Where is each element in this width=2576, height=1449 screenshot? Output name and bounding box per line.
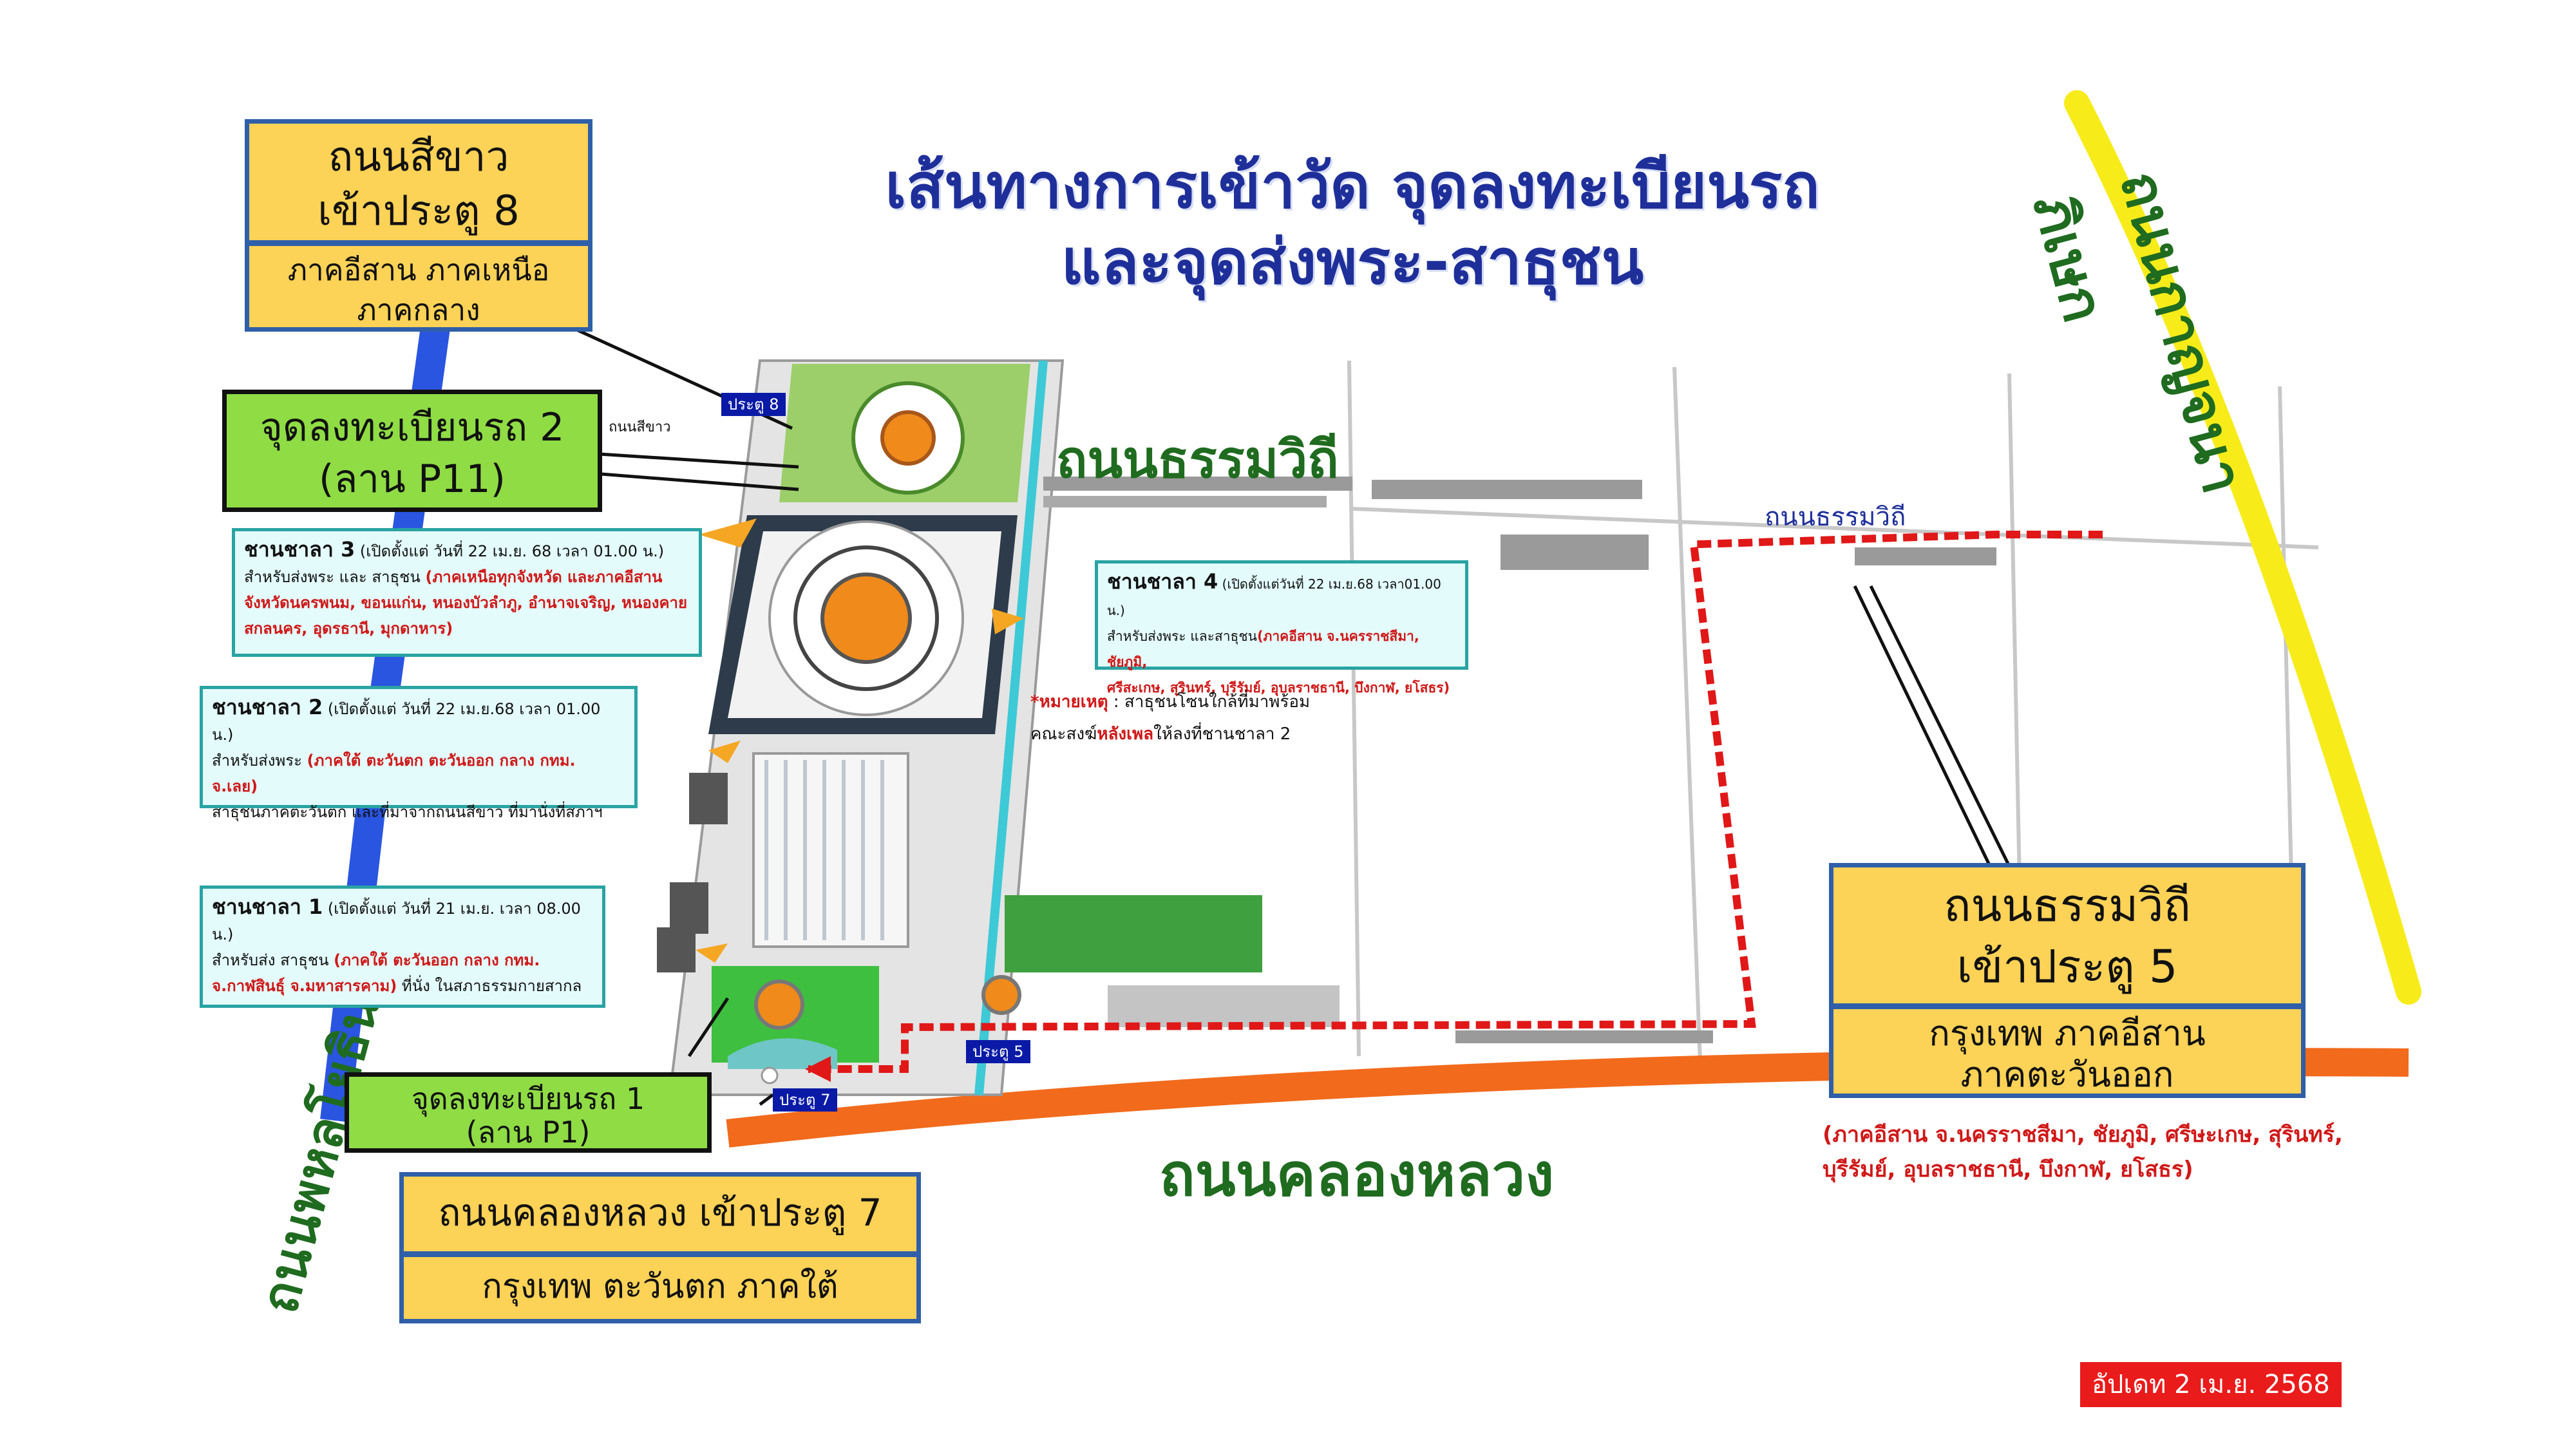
gate5-region-line1: กรุงเทพ ภาคอีสาน (1929, 1013, 2206, 1054)
title-line-2: และจุดส่งพระ-สาธุชน (1061, 226, 1644, 298)
platform-1-info: ชานชาลา 1 (เปิดตั้งแต่ วันที่ 21 เม.ย. เ… (200, 886, 605, 1008)
gate5-callout-line1: ถนนธรรมวิถี (1944, 879, 2191, 932)
update-date-badge: อัปเดท 2 เม.ย. 2568 (2080, 1362, 2342, 1407)
platform-2-note: สาธุชนภาคตะวันตก และที่มาจากถนนสีขาว ที่… (212, 803, 603, 821)
park (1005, 895, 1262, 972)
registration-1-line2: (ลาน P1) (466, 1115, 591, 1150)
platform-3-for: สำหรับส่งพระ และ สาธุชน (244, 568, 426, 586)
map-note: *หมายเหตุ : สาธุชนโซนใกล้ที่มาพร้อม คณะส… (1030, 686, 1417, 750)
platform-1-regions: (ภาคใต้ ตะวันออก กลาง กทม. (334, 951, 540, 969)
platform-1-seating: ที่นั่ง ในสภาธรรมกายสากล (397, 977, 582, 995)
note-text-2c: ให้ลงที่ชานชาลา 2 (1153, 724, 1291, 744)
platform-3-regions: (ภาคเหนือทุกจังหวัด และภาคอีสาน (425, 568, 663, 586)
platform-1-for: สำหรับส่ง สาธุชน (212, 951, 334, 969)
gate5-callout: ถนนธรรมวิถี เข้าประตู 5 (1829, 863, 2306, 1008)
platform-3-open: (เปิดตั้งแต่ วันที่ 22 เม.ย. 68 เวลา 01.… (355, 542, 665, 560)
gate8-region-line1: ภาคอีสาน ภาคเหนือ (287, 252, 550, 287)
platform-1-open: (เปิดตั้งแต่ วันที่ 21 เม.ย. เวลา 08.00 … (212, 900, 581, 943)
platform-4-name: ชานชาลา 4 (1107, 569, 1218, 594)
gate8-region-line2: ภาคกลาง (357, 292, 480, 327)
canal (974, 360, 1048, 1095)
registration-1-line1: จุดลงทะเบียนรถ 1 (411, 1081, 645, 1116)
gate8-callout: ถนนสีขาว เข้าประตู 8 (245, 119, 592, 245)
gate5-provinces-line1: (ภาคอีสาน จ.นครราชสีมา, ชัยภูมิ, ศรีษะเก… (1823, 1122, 2343, 1148)
platform-2-open: (เปิดตั้งแต่ วันที่ 22 เม.ย.68 เวลา 01.0… (212, 700, 601, 744)
platform-3-info: ชานชาลา 3 (เปิดตั้งแต่ วันที่ 22 เม.ย. 6… (232, 528, 702, 657)
platform-3-name: ชานชาลา 3 (244, 537, 355, 562)
gate5-provinces: (ภาคอีสาน จ.นครราชสีมา, ชัยภูมิ, ศรีษะเก… (1823, 1117, 2351, 1187)
assembly-hall (752, 752, 909, 948)
road-label-dhammawithi-small: ถนนธรรมวิถี (1765, 502, 1906, 532)
gate8-callout-line2: เข้าประตู 8 (317, 187, 520, 235)
platform-2-for: สำหรับส่งพระ (212, 752, 307, 770)
gate8-region-box: ภาคอีสาน ภาคเหนือ ภาคกลาง (245, 242, 592, 332)
callout-arrows (696, 518, 1024, 963)
platform-3-provinces-2: สกลนคร, อุดรธานี, มุกดาหาร) (244, 620, 453, 638)
platform-1-provinces: จ.กาฬสินธุ์ จ.มหาสารคาม) (212, 977, 397, 995)
note-text-1: : สาธุชนโซนใกล้ที่มาพร้อม (1108, 692, 1311, 712)
registration-2-callout: จุดลงทะเบียนรถ 2 (ลาน P11) (222, 390, 602, 512)
gate-7-badge: ประตู 7 (773, 1088, 837, 1112)
note-text-2a: คณะสงฆ์ (1030, 724, 1097, 744)
gate5-region-box: กรุงเทพ ภาคอีสาน ภาคตะวันออก (1829, 1005, 2306, 1098)
kanchanapisek-road (2064, 90, 2421, 1005)
platform-3-provinces-1: จังหวัดนครพนม, ขอนแก่น, หนองบัวลำภู, อำน… (244, 594, 688, 612)
road-label-khlong-luang: ถนนคลองหลวง (1159, 1141, 1555, 1209)
callout-pointers (565, 323, 2011, 1106)
gate5-region-line2: ภาคตะวันออก (1960, 1054, 2174, 1095)
map-title: เส้นทางการเข้าวัด จุดลงทะเบียนรถ และจุดส… (869, 148, 1835, 300)
gate7-arrow (805, 1056, 831, 1082)
gate5-callout-line2: เข้าประตู 5 (1956, 940, 2178, 993)
title-line-1: เส้นทางการเข้าวัด จุดลงทะเบียนรถ (885, 150, 1820, 222)
note-label: *หมายเหตุ (1030, 692, 1108, 712)
gate-5-badge: ประตู 5 (966, 1040, 1030, 1063)
dhammawithi-road (1043, 477, 1996, 1043)
route-to-gate5 (808, 531, 2103, 1073)
road-label-dhammawithi: ถนนธรรมวิถี (1056, 430, 1339, 489)
platform-4-info: ชานชาลา 4 (เปิดตั้งแต่วันที่ 22 เม.ย.68 … (1095, 560, 1468, 696)
registration-2-line1: จุดลงทะเบียนรถ 2 (260, 405, 565, 450)
gate7-region-box: กรุงเทพ ตะวันตก ภาคใต้ (399, 1253, 921, 1323)
platform-4-provinces: ศรีสะเกษ, สุรินทร์, บุรีรัมย์, อุบลราชธา… (1107, 680, 1450, 696)
platform-4-regions: (ภาคอีสาน จ.นครราชสีมา, ชัยภูมิ, (1107, 629, 1419, 670)
gate5-provinces-line2: บุรีรัมย์, อุบลราชธานี, บึงกาฬ, ยโสธร) (1823, 1157, 2193, 1182)
platform-1-name: ชานชาลา 1 (212, 895, 323, 919)
platform-4-open: (เปิดตั้งแต่วันที่ 22 เม.ย.68 เวลา01.00 … (1107, 576, 1441, 618)
platform-2-regions: (ภาคใต้ ตะวันตก ตะวันออก กลาง กทม. จ.เลย… (212, 752, 576, 795)
gate7-callout: ถนนคลองหลวง เข้าประตู 7 (399, 1172, 921, 1256)
registration-1-callout: จุดลงทะเบียนรถ 1 (ลาน P1) (345, 1072, 712, 1153)
platform-2-name: ชานชาลา 2 (212, 695, 323, 719)
gate8-callout-line1: ถนนสีขาว (328, 133, 509, 181)
background-streets (1347, 360, 2319, 1063)
platform-4-for: สำหรับส่งพระ และสาธุชน (1107, 629, 1257, 644)
platform-2-info: ชานชาลา 2 (เปิดตั้งแต่ วันที่ 22 เม.ย.68… (200, 686, 638, 821)
note-text-2b: หลังเพล (1097, 724, 1154, 744)
gate-8-badge: ประตู 8 (721, 393, 786, 416)
registration-2-line2: (ลาน P11) (319, 457, 506, 502)
road-label-white-road: ถนนสีขาว (609, 419, 671, 435)
